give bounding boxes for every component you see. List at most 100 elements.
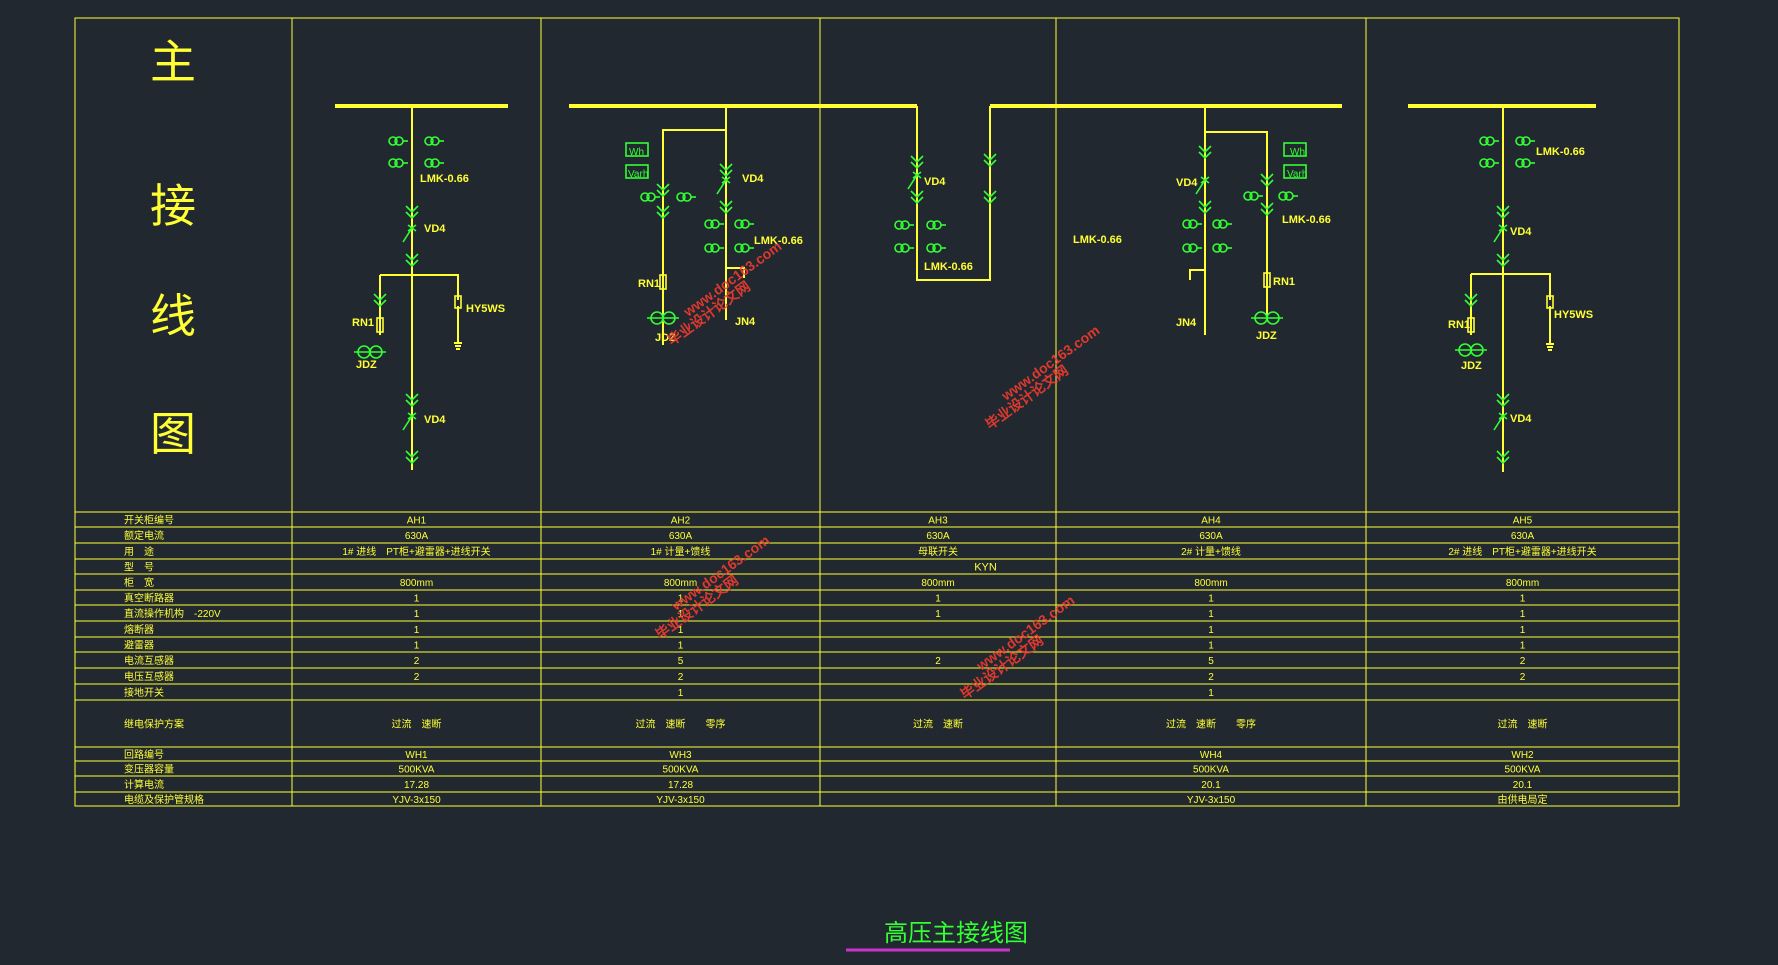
current-transformer-symbol <box>1479 158 1499 168</box>
table-row-label: 熔断器 <box>124 623 154 636</box>
table-cell: 过流 速断 <box>913 718 963 731</box>
label-c4-wh: Wh <box>1290 147 1305 158</box>
table-cell: 1 <box>678 625 684 636</box>
table-cell: WH3 <box>669 750 692 761</box>
label-c4-vd4: VD4 <box>1176 177 1198 189</box>
table-cell: 2 <box>414 656 420 667</box>
table-row-label: 真空断路器 <box>124 592 174 605</box>
plug-contact-symbol <box>1496 393 1510 408</box>
table-row-label: 电缆及保护管规格 <box>124 793 204 806</box>
table-cell: 1 <box>935 594 941 605</box>
label-c4-lmk-left: LMK-0.66 <box>1073 234 1122 246</box>
table-row-label: 回路编号 <box>124 748 164 761</box>
label-c3-vd4: VD4 <box>924 176 946 188</box>
breaker-symbol <box>1195 176 1210 195</box>
voltage-transformer-symbol <box>1251 311 1283 325</box>
breaker-symbol <box>1493 224 1508 243</box>
plug-contact-symbol <box>719 163 733 178</box>
table-cell: 1 <box>678 641 684 652</box>
current-transformer-symbol <box>1515 158 1535 168</box>
table-cell: 1 <box>1208 625 1214 636</box>
table-cell: 1 <box>678 688 684 699</box>
plug-contact-symbol <box>910 190 924 205</box>
label-c3-lmk: LMK-0.66 <box>924 261 973 273</box>
table-cell: 1 <box>1520 609 1526 620</box>
table-cell: 1 <box>935 609 941 620</box>
fuse-symbol <box>376 317 384 333</box>
side-title-char: 接 <box>150 179 196 233</box>
table-row-label: 开关柜编号 <box>124 514 174 527</box>
table-cell: 17.28 <box>404 780 429 791</box>
table-cell: WH2 <box>1511 750 1534 761</box>
breaker-symbol <box>716 176 731 195</box>
current-transformer-symbol <box>1182 243 1202 253</box>
table-cell: 过流 速断 <box>392 718 442 731</box>
current-transformer-symbol <box>894 220 914 230</box>
plug-contact-symbol <box>1198 145 1212 160</box>
table-cell: 630A <box>405 531 429 542</box>
current-transformer-symbol <box>1212 219 1232 229</box>
svg-text:www.doc163.com: www.doc163.com <box>680 238 785 320</box>
table-cell: 1 <box>1520 594 1526 605</box>
current-transformer-symbol <box>734 243 754 253</box>
label-c5-jdz: JDZ <box>1461 360 1482 372</box>
table-cell: 5 <box>1208 656 1214 667</box>
plug-contact-symbol <box>373 293 387 308</box>
label-c4-rn1: RN1 <box>1273 276 1295 288</box>
label-c5-rn1: RN1 <box>1448 319 1470 331</box>
label-c2-lmk: LMK-0.66 <box>754 235 803 247</box>
table-row-label: 电流互感器 <box>124 654 174 667</box>
table-cell: 20.1 <box>1201 780 1221 791</box>
plug-contact-symbol <box>1496 205 1510 220</box>
table-cell: 1# 进线 PT柜+避雷器+进线开关 <box>342 545 490 558</box>
plug-contact-symbol <box>405 253 419 268</box>
table-cell: 母联开关 <box>918 545 958 558</box>
current-transformer-symbol <box>704 219 724 229</box>
table-cell: AH3 <box>928 516 948 527</box>
table-cell: AH5 <box>1513 516 1533 527</box>
current-transformer-symbol <box>1182 219 1202 229</box>
label-c4-jdz: JDZ <box>1256 330 1277 342</box>
table-cell: 1# 计量+馈线 <box>651 545 711 558</box>
table-cell: 2# 计量+馈线 <box>1181 545 1241 558</box>
label-c2-wh: Wh <box>629 147 644 158</box>
plug-contact-symbol <box>1496 253 1510 268</box>
table-cell: 800mm <box>921 578 954 589</box>
table-cell: 630A <box>1199 531 1223 542</box>
current-transformer-symbol <box>704 243 724 253</box>
current-transformer-symbol <box>424 136 444 146</box>
label-c1-rn1: RN1 <box>352 317 374 329</box>
label-c4-jn4: JN4 <box>1176 317 1197 329</box>
table-row-label: 继电保护方案 <box>124 718 184 731</box>
plug-contact-symbol <box>719 200 733 215</box>
table-cell: AH2 <box>671 516 691 527</box>
meter-box <box>625 164 649 179</box>
side-title-char: 线 <box>150 289 196 343</box>
label-c1-hy5ws: HY5WS <box>466 303 505 315</box>
drawing-frame <box>74 17 1680 807</box>
table-cell: 500KVA <box>663 765 699 776</box>
plug-contact-symbol <box>656 205 670 220</box>
table-row-label: 计算电流 <box>124 778 164 791</box>
table-cell: 2 <box>678 672 684 683</box>
current-transformer-symbol <box>640 192 660 202</box>
table-row-label: 型 号 <box>124 561 154 574</box>
plug-contact-symbol <box>983 153 997 168</box>
plug-contact-symbol <box>1260 202 1274 217</box>
table-row-label: 额定电流 <box>124 529 164 542</box>
table-cell: 2 <box>1208 672 1214 683</box>
watermarks: 毕业设计论文网www.doc163.com毕业设计论文网www.doc163.c… <box>652 238 1102 703</box>
table-cell: 500KVA <box>1193 765 1229 776</box>
plug-contact-symbol <box>1496 450 1510 465</box>
table-row-label: 变压器容量 <box>124 763 174 776</box>
plug-contact-symbol <box>983 190 997 205</box>
fuse-symbol <box>659 274 667 290</box>
label-c1-vd4b: VD4 <box>424 414 446 426</box>
table-cell: 1 <box>1208 641 1214 652</box>
side-title-char: 图 <box>150 407 196 461</box>
plug-contact-symbol <box>1198 200 1212 215</box>
table-cell: WH1 <box>405 750 428 761</box>
table-cell: 630A <box>669 531 693 542</box>
table-cell: 17.28 <box>668 780 693 791</box>
